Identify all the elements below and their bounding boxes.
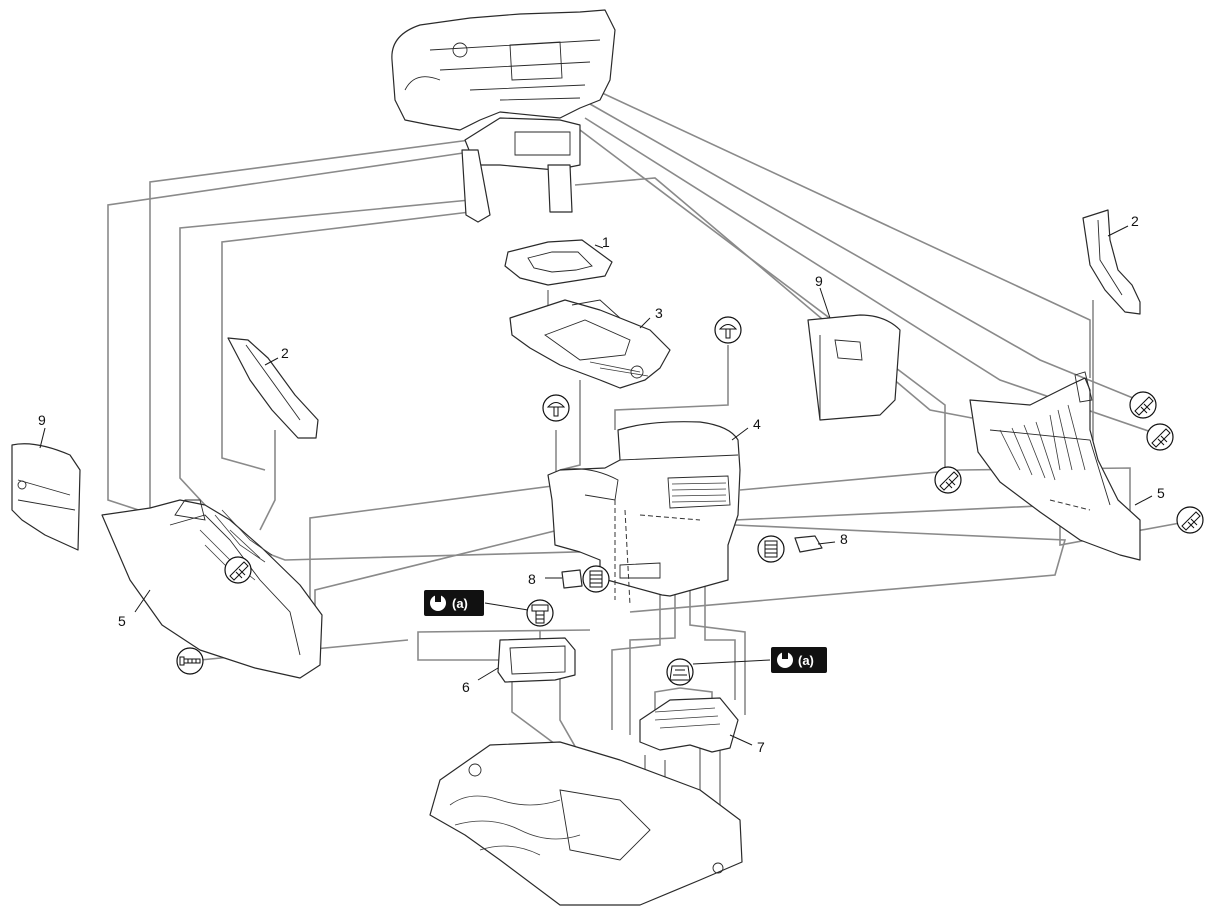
callout-part-4: 4 [753,416,761,432]
callout-pointers [39,225,1153,746]
callout-part-2-left: 2 [281,345,289,361]
wrench-icon [777,651,793,668]
torque-spec-label: (a) [452,596,468,611]
part-6-bracket [497,637,576,683]
callout-part-9-left: 9 [38,412,46,428]
screw-icon [1129,391,1157,419]
callout-part-5-left: 5 [118,613,126,629]
part-8-clip-right [794,535,823,553]
callout-part-7: 7 [757,739,765,755]
part-9-right-side-panel [807,314,901,421]
part-2-left-bracket [227,337,319,439]
clip-icon [542,394,570,422]
torque-badge-a-bolt: (a) [424,590,529,616]
part-2-right-bracket [1082,209,1141,315]
part-1-shift-bezel [504,239,613,286]
nut-icon [666,658,694,686]
screw-icon [1176,506,1204,534]
screw-icon [582,565,610,593]
callout-part-5-right: 5 [1157,485,1165,501]
part-4-console-box [547,421,741,606]
callout-part-2-right: 2 [1131,213,1139,229]
part-3-upper-console-panel [509,299,671,389]
callout-part-8-left: 8 [528,571,536,587]
callout-part-9-right: 9 [815,273,823,289]
torque-spec-label: (a) [798,653,814,668]
clip-icon [714,316,742,344]
screw-icon [1146,423,1174,451]
callout-numbers: 1 2 2 3 4 5 5 6 7 8 8 9 9 [38,213,1165,755]
screw-icon [934,466,962,494]
callout-part-3: 3 [655,305,663,321]
callout-part-8-right: 8 [840,531,848,547]
part-9-left-side-panel [11,443,81,551]
screw-icon [224,556,252,584]
instrument-panel-section [391,9,616,223]
wrench-icon [430,594,446,611]
screw-icon [757,535,785,563]
bolt-icon [526,599,554,627]
part-7-bracket [639,697,739,753]
part-8-clip-left [561,569,583,589]
floor-panel [429,741,743,906]
part-5-right-side-cover [969,371,1141,561]
callout-part-1: 1 [602,234,610,250]
part-5-left-side-cover [101,499,323,679]
screw-icon [176,647,204,675]
torque-badge-a-nut: (a) [692,647,827,673]
callout-part-6: 6 [462,679,470,695]
